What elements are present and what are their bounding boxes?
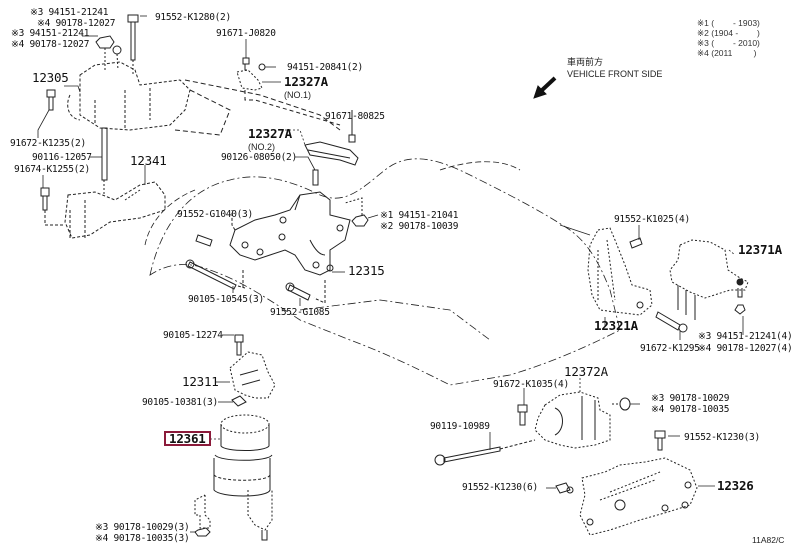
legend-range: (1904 - ) [711,28,760,38]
label-part-12327A-no1-note: (NO.1) [284,90,311,100]
label-f13[interactable]: 90105-10545(3) [188,294,264,305]
label-f8[interactable]: 90116-12057 [32,152,92,163]
bolt-91552-K1280 [127,14,139,75]
direction-label-english: VEHICLE FRONT SIDE [567,69,663,79]
label-f7[interactable]: 91672-K1235(2) [10,138,86,149]
label-f12a[interactable]: ※1 94151-21041 [380,210,459,221]
label-f2b[interactable]: ※4 90178-12027 [11,39,90,50]
label-f10[interactable]: 90126-08050(2) [221,152,297,163]
part-12326-drawing [579,457,698,536]
legend-row: ※4 (2011 ) [697,48,760,58]
label-f22b[interactable]: ※4 90178-10035 [651,404,730,415]
label-f20a[interactable]: ※3 90178-10029(3) [95,522,190,533]
label-f21[interactable]: 91672-K1035(4) [493,379,569,390]
legend-row: ※1 ( - 1903) [697,18,760,28]
legend-range: ( - 1903) [711,18,760,28]
legend-row: ※3 ( - 2010) [697,38,760,48]
part-12361-drawing [194,414,273,541]
label-f15[interactable]: 91552-K1025(4) [614,214,690,225]
legend-mark: ※3 [697,38,709,48]
label-f1a[interactable]: ※3 94151-21241 [30,7,109,18]
label-part-12341[interactable]: 12341 [130,153,167,168]
label-f9[interactable]: 91674-K1255(2) [14,164,90,175]
label-f12b[interactable]: ※2 90178-10039 [380,221,459,232]
part-12341-drawing [64,181,166,240]
label-part-12327A-no1[interactable]: 12327A [284,74,328,89]
label-f18[interactable]: 90105-12274 [163,330,223,341]
legend-row: ※2 (1904 - ) [697,28,760,38]
part-12372A-drawing [534,391,611,449]
label-f22a[interactable]: ※3 90178-10029 [651,393,730,404]
label-f14[interactable]: 91552-G1085 [270,307,330,318]
figure-code: 11A82/C [752,535,785,545]
label-part-12326[interactable]: 12326 [717,478,754,493]
label-part-12372A[interactable]: 12372A [564,364,608,379]
label-f19[interactable]: 90105-10381(3) [142,397,218,408]
part-12327A-no2-drawing [304,141,359,166]
label-part-12371A[interactable]: 12371A [738,242,782,257]
label-f5[interactable]: 94151-20841(2) [287,62,363,73]
part-12321A-drawing [587,227,653,316]
legend-mark: ※1 [697,18,709,28]
part-12305-drawing [67,61,231,136]
label-part-12327A-no2-note: (NO.2) [248,142,275,152]
legend-mark: ※2 [697,28,709,38]
label-part-12311[interactable]: 12311 [182,374,219,389]
label-part-12305[interactable]: 12305 [32,70,69,85]
label-f16a[interactable]: ※3 94151-21241(4) [698,331,793,342]
label-part-12327A-no2[interactable]: 12327A [248,126,292,141]
label-f16b[interactable]: ※4 90178-12027(4) [698,343,793,354]
date-range-legend: ※1 ( - 1903) ※2 (1904 - ) ※3 ( - 2010) ※… [697,18,760,58]
legend-range: ( - 2010) [711,38,760,48]
label-f4[interactable]: 91671-J0820 [216,28,276,39]
engine-outline-inner [144,189,196,246]
label-f1b[interactable]: ※4 90178-12027 [37,18,116,29]
label-f3[interactable]: 91552-K1280(2) [155,12,231,23]
label-f24[interactable]: 91552-K1230(3) [684,432,760,443]
part-12311-drawing [229,351,276,399]
label-f2a[interactable]: ※3 94151-21241 [11,28,90,39]
label-f25[interactable]: 91552-K1230(6) [462,482,538,493]
label-part-12315[interactable]: 12315 [348,263,385,278]
part-12371A-drawing [669,239,749,320]
part-12327A-no1-drawing [236,69,263,91]
label-f17[interactable]: 91672-K1295 [640,343,700,354]
legend-mark: ※4 [697,48,709,58]
engine-outline [149,158,621,386]
part-12315-drawing [229,191,351,276]
label-f20b[interactable]: ※4 90178-10035(3) [95,533,190,544]
label-part-12321A[interactable]: 12321A [594,318,638,333]
label-f23[interactable]: 90119-10989 [430,421,490,432]
direction-label-japanese: 車両前方 [567,57,604,67]
label-part-12361-highlighted[interactable]: 12361 [164,431,211,446]
label-f6[interactable]: 91671-80825 [325,111,385,122]
arrow-down-left-icon [538,76,557,94]
label-f11[interactable]: 91552-G1040(3) [177,209,253,220]
legend-range: (2011 ) [711,48,757,58]
